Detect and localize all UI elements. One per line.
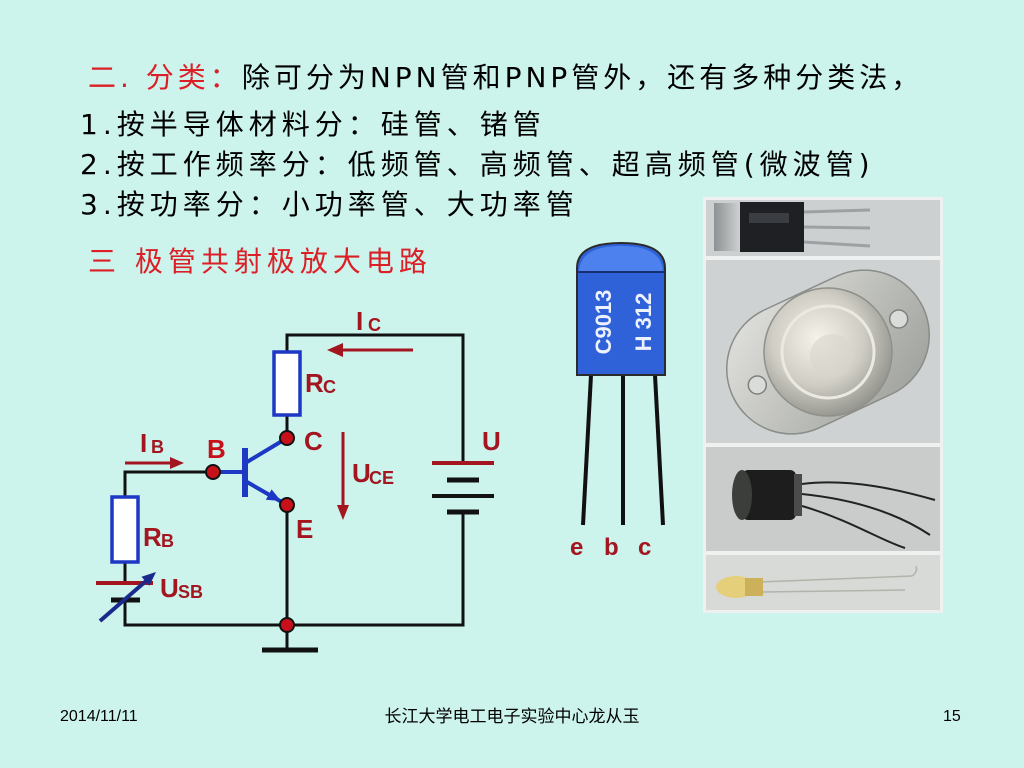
ic-label-symbol: I [356,306,363,336]
classification-label: 二. 分类： [88,61,242,94]
rc-label-subscript: C [323,377,336,397]
classification-line: 二. 分类：除可分为NPN管和PNP管外，还有多种分类法， [88,62,923,94]
usb-label-symbol: U [160,573,179,603]
variable-arrow-shaft [98,579,148,623]
emitter-arrow [265,489,281,501]
base-resistor [110,495,140,564]
variable-arrow-head [141,572,156,586]
photo-metal-can-small-transistor [706,447,940,551]
classification-text: 除可分为NPN管和PNP管外，还有多种分类法， [241,61,924,94]
ib-label-subscript: B [151,437,164,457]
rc-label-symbol: R [305,368,324,398]
pin-c-leg [653,374,665,526]
photo-to3-metal-can-transistor [706,260,940,443]
photo-to220-transistor [706,200,940,256]
supply-battery [432,461,494,515]
ic-arrow-head [327,343,343,357]
classification-by-frequency: 2.按工作频率分：低频管、高频管、超高频管(微波管) [80,148,875,181]
to92-transistor-illustration: C9013 H 312 e b c [570,241,666,561]
ib-label-symbol: I [140,428,147,458]
classification-by-power: 3.按功率分：小功率管、大功率管 [80,188,579,221]
pin-e-label: e [570,534,583,561]
package-code-marking: H 312 [631,293,656,352]
common-emitter-circuit: I C R C I B B C E U CE U R B U SB [96,306,501,653]
footer-page-number: 15 [943,708,961,725]
package-dome [579,246,663,272]
pin-c-label: c [638,534,651,561]
ic-label-subscript: C [368,315,381,335]
footer-organization: 长江大学电工电子实验中心龙从玉 [384,707,640,727]
wire-base-rb [123,470,215,499]
uce-label-symbol: U [352,458,371,488]
base-terminal-label: B [207,434,226,464]
collector-terminal-label: C [304,426,323,456]
base-node [205,464,221,480]
emitter-terminal-label: E [296,514,313,544]
ground-node [279,617,295,633]
collector-node [279,430,295,446]
uce-arrow-head [337,505,349,520]
supply-voltage-label: U [482,426,501,456]
uce-label-subscript: CE [369,468,394,488]
pin-b-label: b [604,534,619,561]
transistor-photos-panel [703,197,943,613]
variable-base-source [96,572,156,623]
wire-supply-return [123,510,465,627]
wire-collector-supply [285,333,465,465]
ib-arrow-head [170,457,184,469]
classification-by-material: 1.按半导体材料分：硅管、锗管 [80,108,546,141]
rb-label-subscript: B [161,531,174,551]
emitter-node [279,497,295,513]
photo-small-signal-component [706,555,940,610]
package-body [576,241,666,376]
footer-date: 2014/11/11 [60,708,138,725]
pin-e-leg [581,374,593,526]
usb-label-subscript: SB [178,582,203,602]
section-title: 三 极管共射极放大电路 [88,245,432,278]
rb-label-symbol: R [143,522,162,552]
collector-resistor [272,350,302,417]
package-model-marking: C9013 [591,290,616,355]
